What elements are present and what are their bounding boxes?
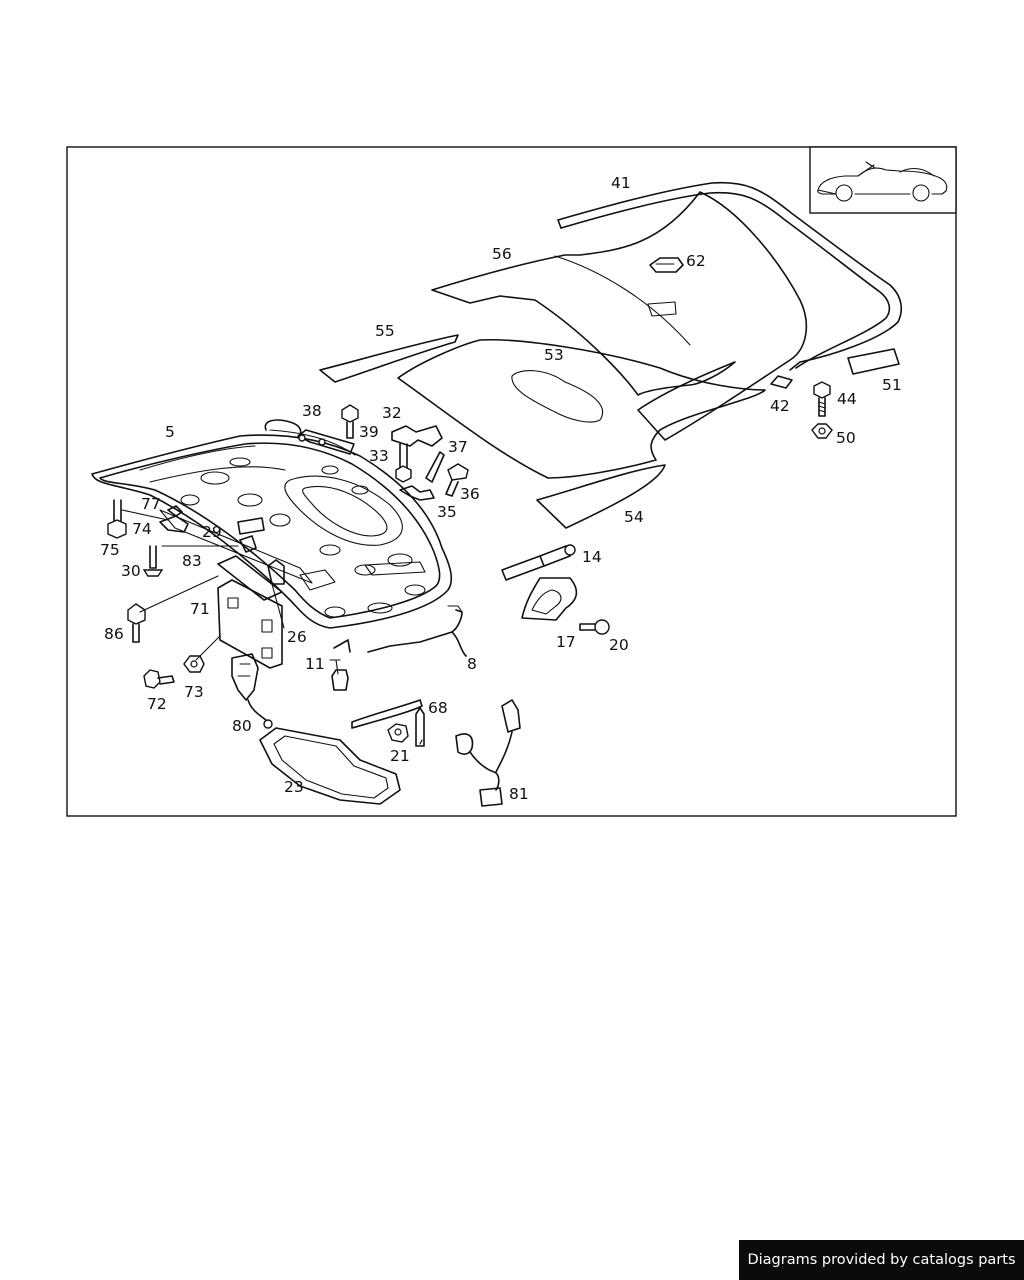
label-44: 44 xyxy=(837,390,857,408)
part-29-bracket xyxy=(237,517,265,553)
part-72-bolt xyxy=(143,669,175,689)
label-41: 41 xyxy=(611,174,631,192)
part-32-bracket xyxy=(391,425,443,447)
car-thumbnail xyxy=(809,146,957,214)
leader-lines xyxy=(121,509,423,745)
part-42-clip xyxy=(770,375,793,389)
part-55-strip xyxy=(319,334,459,383)
label-71: 71 xyxy=(190,600,210,618)
label-29: 29 xyxy=(202,523,222,541)
part-11-switch xyxy=(331,639,351,691)
part-36-bumper xyxy=(445,463,469,497)
part-56-inner-panel xyxy=(431,191,808,441)
label-21: 21 xyxy=(390,747,410,765)
part-62-clip xyxy=(649,257,684,273)
label-73: 73 xyxy=(184,683,204,701)
label-23: 23 xyxy=(284,778,304,796)
part-51-pad xyxy=(847,348,900,375)
part-75-bolt xyxy=(107,499,127,539)
part-30-bolt xyxy=(142,545,164,577)
label-80: 80 xyxy=(232,717,252,735)
label-42: 42 xyxy=(770,397,790,415)
label-11: 11 xyxy=(305,655,325,673)
label-8: 8 xyxy=(467,655,477,673)
label-62: 62 xyxy=(686,252,706,270)
label-32: 32 xyxy=(382,404,402,422)
footer-credit: Diagrams provided by catalogs parts xyxy=(739,1240,1024,1280)
part-labels: 41 62 56 55 53 42 44 51 50 38 39 32 33 3… xyxy=(100,174,902,803)
part-73-nut xyxy=(183,655,205,673)
label-26: 26 xyxy=(287,628,307,646)
label-35: 35 xyxy=(437,503,457,521)
label-83: 83 xyxy=(182,552,202,570)
label-37: 37 xyxy=(448,438,468,456)
label-17: 17 xyxy=(556,633,576,651)
label-33: 33 xyxy=(369,447,389,465)
label-53: 53 xyxy=(544,346,564,364)
label-14: 14 xyxy=(582,548,602,566)
part-35-clip xyxy=(399,485,435,501)
part-80-lock-actuator xyxy=(231,653,273,729)
label-5: 5 xyxy=(165,423,175,441)
label-77: 77 xyxy=(141,495,161,513)
part-77-clip xyxy=(167,505,183,517)
label-39: 39 xyxy=(359,423,379,441)
label-54: 54 xyxy=(624,508,644,526)
label-56: 56 xyxy=(492,245,512,263)
parts-diagram: 41 62 56 55 53 42 44 51 50 38 39 32 33 3… xyxy=(66,146,957,817)
part-54-strip xyxy=(536,464,666,529)
label-75: 75 xyxy=(100,541,120,559)
diagram-frame xyxy=(66,146,957,817)
label-81: 81 xyxy=(509,785,529,803)
part-50-nut xyxy=(811,423,833,439)
part-68-strip xyxy=(351,699,425,747)
label-51: 51 xyxy=(882,376,902,394)
label-50: 50 xyxy=(836,429,856,447)
label-72: 72 xyxy=(147,695,167,713)
label-68: 68 xyxy=(428,699,448,717)
part-81-wiring-harness xyxy=(455,699,521,807)
part-86-bolt xyxy=(127,603,146,643)
label-30: 30 xyxy=(121,562,141,580)
part-23-cover-plate xyxy=(259,727,401,805)
part-53-lining xyxy=(397,338,766,479)
part-38-wiring xyxy=(264,419,355,455)
part-5-trunk-lid-frame xyxy=(91,429,453,629)
part-21-nut xyxy=(387,723,409,743)
part-14-gas-strut xyxy=(501,544,576,581)
part-39-bolt xyxy=(341,404,359,439)
part-37-pin xyxy=(425,451,445,483)
part-20-bolt xyxy=(579,619,610,635)
label-36: 36 xyxy=(460,485,480,503)
part-33-bolt xyxy=(395,443,412,483)
part-26-clip xyxy=(267,559,285,585)
label-20: 20 xyxy=(609,636,629,654)
label-38: 38 xyxy=(302,402,322,420)
part-44-bolt xyxy=(813,381,831,417)
part-41-trim-strip xyxy=(557,181,903,371)
part-17-mount-bracket xyxy=(521,577,578,621)
label-74: 74 xyxy=(132,520,152,538)
label-86: 86 xyxy=(104,625,124,643)
part-8-release-cable xyxy=(367,605,467,657)
part-71-latch-plate xyxy=(217,579,283,669)
part-74-retainer xyxy=(159,515,189,533)
label-55: 55 xyxy=(375,322,395,340)
